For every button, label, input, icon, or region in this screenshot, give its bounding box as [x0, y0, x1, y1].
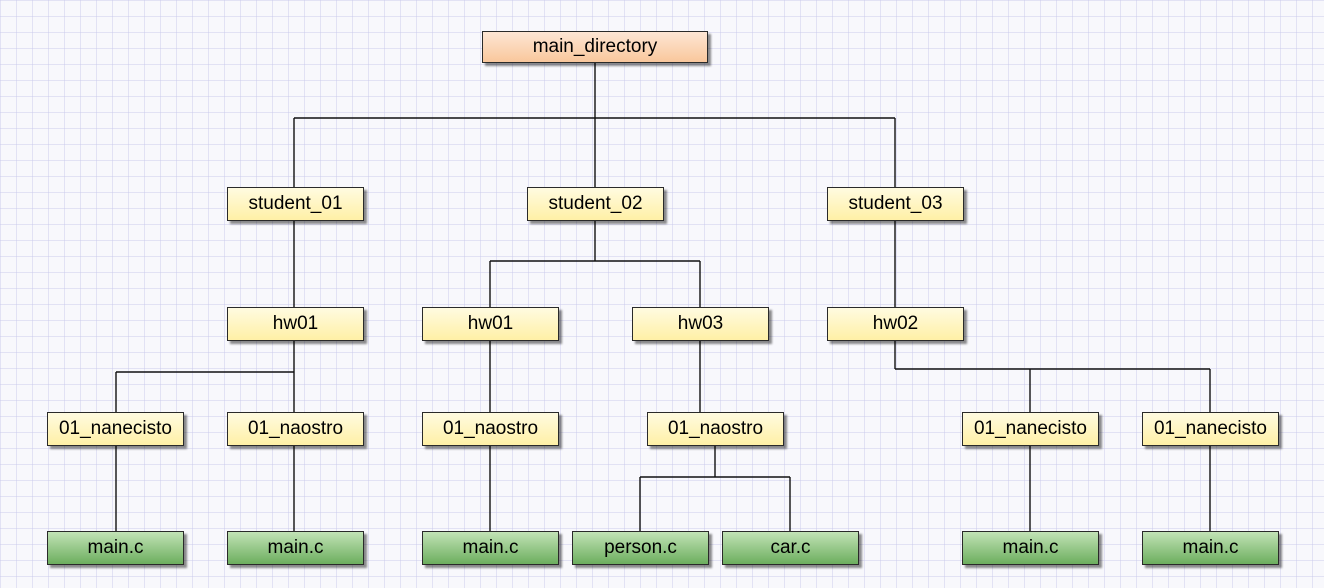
student-01-hw01-node[interactable]: hw01: [227, 307, 364, 341]
student-01-node[interactable]: student_01: [227, 187, 364, 221]
student-02-hw03-node[interactable]: hw03: [632, 307, 769, 341]
s03-hw02-nanecisto-a-node[interactable]: 01_nanecisto: [962, 412, 1099, 446]
s01-hw01-nanecisto-node[interactable]: 01_nanecisto: [47, 412, 184, 446]
s02-hw01-naostro-main-c-file[interactable]: main.c: [422, 531, 559, 565]
s01-hw01-naostro-main-c-file[interactable]: main.c: [227, 531, 364, 565]
s02-hw03-car-c-file[interactable]: car.c: [722, 531, 859, 565]
s02-hw03-naostro-node[interactable]: 01_naostro: [647, 412, 784, 446]
s02-hw03-person-c-file[interactable]: person.c: [572, 531, 709, 565]
student-03-node[interactable]: student_03: [827, 187, 964, 221]
s03-hw02-nanecisto-b-node[interactable]: 01_nanecisto: [1142, 412, 1279, 446]
s03-hw02-nanecisto-a-main-c-file[interactable]: main.c: [962, 531, 1099, 565]
root-directory-node[interactable]: main_directory: [482, 31, 708, 63]
student-03-hw02-node[interactable]: hw02: [827, 307, 964, 341]
s01-hw01-naostro-node[interactable]: 01_naostro: [227, 412, 364, 446]
student-02-node[interactable]: student_02: [527, 187, 664, 221]
s03-hw02-nanecisto-b-main-c-file[interactable]: main.c: [1142, 531, 1279, 565]
student-02-hw01-node[interactable]: hw01: [422, 307, 559, 341]
s01-hw01-nanecisto-main-c-file[interactable]: main.c: [47, 531, 184, 565]
s02-hw01-naostro-node[interactable]: 01_naostro: [422, 412, 559, 446]
